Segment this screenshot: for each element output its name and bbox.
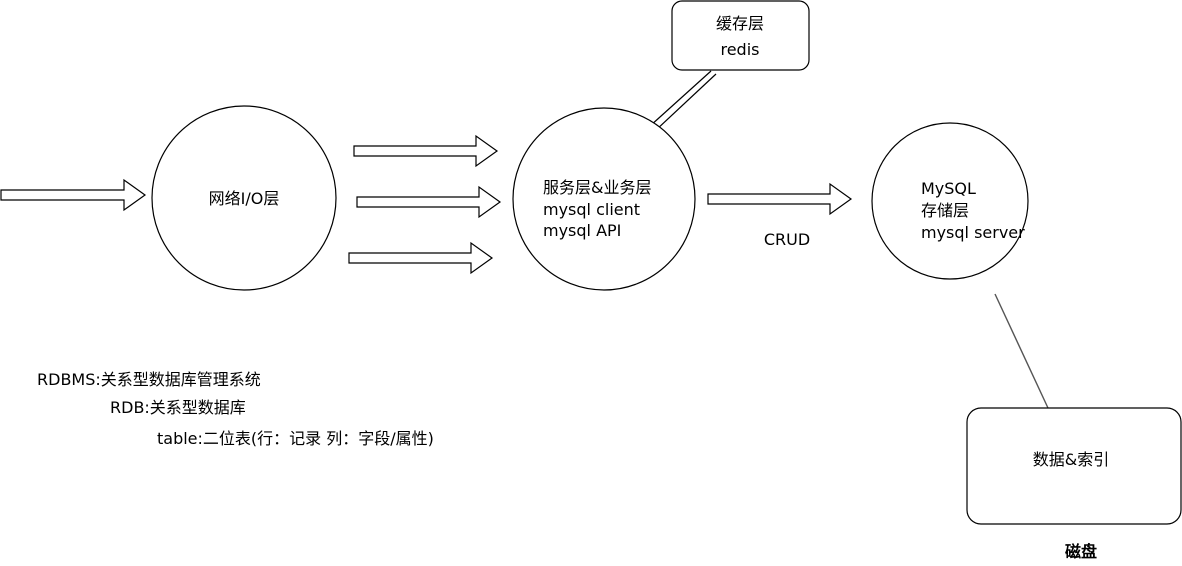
storage-data-link: [994, 293, 1049, 409]
storage-label-line-2: 存储层: [921, 201, 969, 220]
storage-node: MySQL 存储层 mysql server: [871, 122, 1029, 280]
note-rdb: RDB:关系型数据库: [110, 398, 246, 417]
arrow-network-to-service-2: [356, 185, 502, 219]
disk-label: 磁盘: [1065, 542, 1097, 561]
data-index-label: 数据&索引: [1033, 450, 1109, 469]
input-arrow: [0, 178, 147, 212]
service-label-line-3: mysql API: [543, 221, 621, 240]
service-label-line-1: 服务层&业务层: [543, 178, 651, 197]
arrow-network-to-service-3: [348, 241, 494, 275]
storage-label-line-3: mysql server: [921, 223, 1025, 242]
service-node: 服务层&业务层 mysql client mysql API: [512, 107, 696, 291]
service-label-line-2: mysql client: [543, 200, 640, 219]
network-io-node: 网络I/O层: [151, 105, 337, 291]
storage-label-line-1: MySQL: [921, 179, 976, 198]
service-cache-link-a: [649, 70, 712, 127]
note-rdbms: RDBMS:关系型数据库管理系统: [37, 370, 261, 389]
network-io-label: 网络I/O层: [209, 189, 280, 208]
arrow-network-to-service-1: [353, 134, 499, 168]
crud-label: CRUD: [764, 230, 810, 249]
cache-label-line-2: redis: [720, 40, 759, 59]
cache-node: 缓存层 redis: [671, 0, 810, 71]
note-table: table:二位表(行：记录 列：字段/属性): [157, 429, 434, 448]
cache-label-line-1: 缓存层: [716, 14, 764, 33]
data-index-node: 数据&索引: [966, 407, 1182, 525]
arrow-service-to-storage: [707, 182, 853, 216]
service-cache-link-b: [654, 73, 717, 132]
